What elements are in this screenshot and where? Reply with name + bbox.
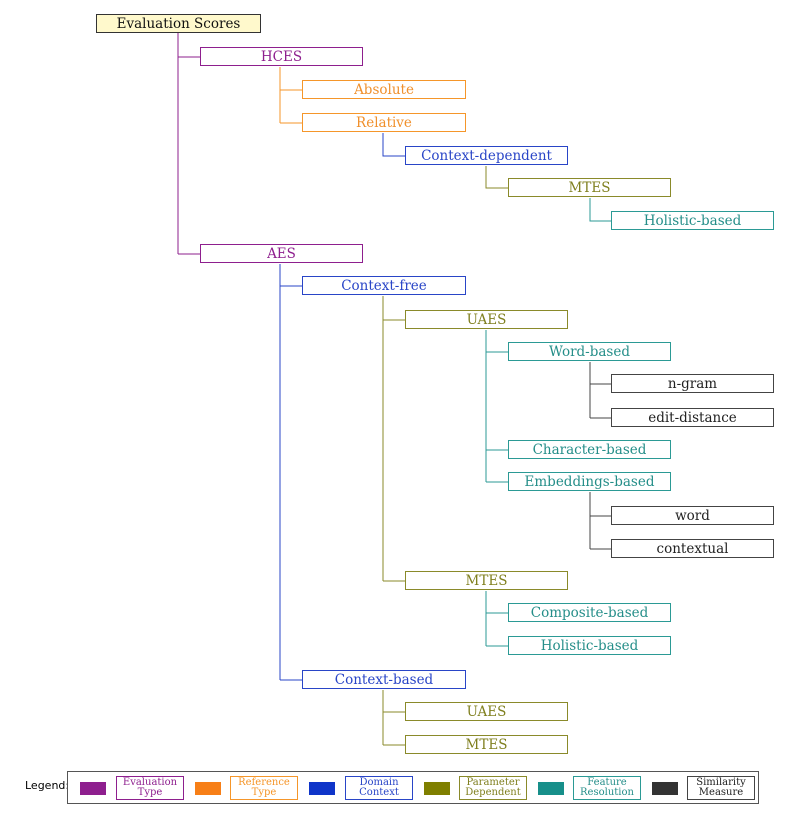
node-context-dependent: Context-dependent: [405, 146, 568, 165]
node-character-based: Character-based: [508, 440, 671, 459]
legend-feature-resolution: Feature Resolution: [573, 776, 641, 800]
node-hces: HCES: [200, 47, 363, 66]
node-cf-uaes: UAES: [405, 310, 568, 329]
edge-contextfree-children: [382, 296, 405, 582]
legend-reference-type-line1: Reference: [238, 777, 290, 788]
node-contextual: contextual: [611, 539, 774, 558]
legend-domain-context-line1: Domain: [359, 777, 399, 788]
legend-parameter-dependent-line1: Parameter: [466, 777, 520, 788]
legend-evaluation-type-line2: Type: [137, 787, 163, 798]
node-cf-holistic: Holistic-based: [508, 636, 671, 655]
legend-swatch-similarity-measure: [652, 782, 678, 795]
node-word-based: Word-based: [508, 342, 671, 361]
legend-similarity-measure-line2: Measure: [698, 787, 744, 798]
legend-title: Legend:: [25, 779, 70, 792]
node-context-based: Context-based: [302, 670, 466, 689]
legend-evaluation-type-line1: Evaluation: [122, 777, 178, 788]
edge-cf-mtes-children: [485, 591, 508, 647]
node-root: Evaluation Scores: [96, 14, 261, 33]
legend-similarity-measure-line1: Similarity: [696, 777, 746, 788]
node-word: word: [611, 506, 774, 525]
legend-evaluation-type: Evaluation Type: [116, 776, 184, 800]
node-context-free: Context-free: [302, 276, 466, 295]
legend-swatch-feature-resolution: [538, 782, 564, 795]
node-relative: Relative: [302, 113, 466, 132]
node-hces-mtes: MTES: [508, 178, 671, 197]
node-composite-based: Composite-based: [508, 603, 671, 622]
edge-uaes-children: [485, 330, 508, 483]
node-ngram: n-gram: [611, 374, 774, 393]
edge-root-children: [177, 33, 200, 255]
node-aes: AES: [200, 244, 363, 263]
node-absolute: Absolute: [302, 80, 466, 99]
edge-relative-child: [382, 133, 405, 157]
legend-parameter-dependent-line2: Dependent: [465, 787, 521, 798]
node-cb-uaes: UAES: [405, 702, 568, 721]
node-edit-distance: edit-distance: [611, 408, 774, 427]
legend-swatch-parameter-dependent: [424, 782, 450, 795]
legend-feature-resolution-line1: Feature: [587, 777, 627, 788]
edge-contextdep-child: [485, 166, 508, 189]
node-embeddings-based: Embeddings-based: [508, 472, 671, 491]
legend-swatch-reference-type: [195, 782, 221, 795]
edge-hces-children: [279, 67, 302, 124]
legend-feature-resolution-line2: Resolution: [580, 787, 634, 798]
legend: Evaluation Type Reference Type Domain Co…: [67, 771, 759, 804]
legend-domain-context: Domain Context: [345, 776, 413, 800]
legend-parameter-dependent: Parameter Dependent: [459, 776, 527, 800]
edge-embeddings-children: [589, 492, 611, 550]
legend-domain-context-line2: Context: [359, 787, 399, 798]
node-hces-holistic: Holistic-based: [611, 211, 774, 230]
legend-reference-type: Reference Type: [230, 776, 298, 800]
edge-contextbased-children: [382, 690, 405, 746]
edge-word-children: [589, 362, 611, 419]
legend-reference-type-line2: Type: [251, 787, 277, 798]
node-cb-mtes: MTES: [405, 735, 568, 754]
edge-aes-children: [279, 264, 302, 681]
legend-swatch-domain-context: [309, 782, 335, 795]
edge-hces-mtes-child: [589, 198, 611, 222]
legend-similarity-measure: Similarity Measure: [687, 776, 755, 800]
node-cf-mtes: MTES: [405, 571, 568, 590]
legend-swatch-evaluation-type: [80, 782, 106, 795]
